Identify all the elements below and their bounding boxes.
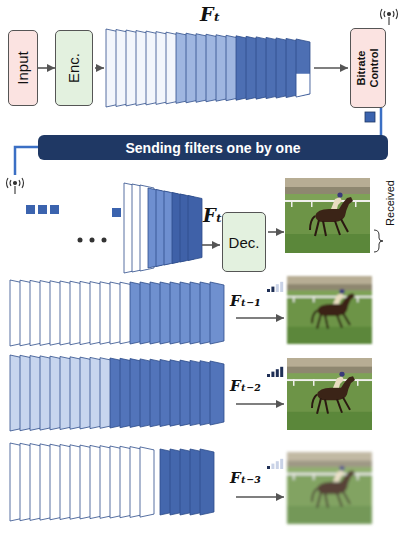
signal-bar	[280, 459, 283, 469]
feature-label: Fₜ	[203, 205, 222, 226]
wire	[15, 147, 38, 175]
filter-panel-part	[297, 74, 310, 97]
signal-bar	[276, 284, 279, 292]
node-text: Enc.	[65, 34, 82, 102]
filter-stack	[106, 29, 310, 107]
bracket	[374, 230, 383, 252]
feature-label: Fₜ	[200, 3, 221, 25]
filter-panel	[200, 449, 214, 515]
received-label: Received	[384, 180, 397, 226]
antenna-icon	[381, 9, 398, 25]
arrow	[236, 317, 284, 319]
feature-label: Fₜ₋₂	[230, 377, 261, 395]
signal-bar	[271, 372, 274, 377]
filter-packet	[365, 112, 375, 122]
filter-packet	[38, 205, 47, 214]
arrow	[236, 496, 284, 498]
bitrate-control-box: Bitrate Control	[350, 28, 386, 108]
signal-bar	[271, 287, 274, 292]
signal-icon	[267, 282, 283, 292]
label-holder: Received	[383, 176, 397, 230]
signal-icon	[267, 459, 283, 469]
video-frame	[285, 178, 370, 253]
signal-icon	[267, 367, 283, 377]
arrow	[236, 403, 284, 405]
filter-stack	[124, 183, 202, 273]
signal-bar	[267, 289, 270, 292]
filter-stack	[10, 355, 224, 431]
signal-bar	[267, 466, 270, 469]
signal-bar	[280, 282, 283, 292]
filter-packet	[112, 208, 121, 217]
ellipsis-dot	[90, 238, 95, 243]
filter-stack	[10, 443, 214, 521]
encoder-box: Enc.	[55, 30, 93, 106]
node-text: Bitrate Control	[355, 32, 380, 104]
ellipsis-dot	[102, 238, 107, 243]
video-frame	[287, 276, 372, 344]
arrow	[202, 244, 220, 246]
feature-label: Fₜ₋₁	[230, 292, 261, 310]
filter-packet	[26, 205, 35, 214]
filter-panel	[296, 39, 310, 97]
arrow	[95, 67, 104, 69]
node-text: Sending filters one by one	[125, 140, 300, 156]
connector	[380, 108, 383, 135]
filter-panel	[140, 447, 154, 517]
filter-panel	[210, 361, 224, 425]
arrow	[314, 67, 348, 69]
signal-bar	[267, 374, 270, 377]
connector	[38, 67, 55, 69]
feature-label: Fₜ₋₃	[230, 469, 261, 487]
filter-panel	[210, 282, 224, 344]
ellipsis-dot	[78, 238, 83, 243]
node-text: Dec.	[229, 234, 260, 251]
signal-bar	[276, 461, 279, 469]
filter-panel	[188, 196, 202, 261]
filter-packet	[50, 205, 59, 214]
decoder-box: Dec.	[222, 212, 266, 272]
signal-bar	[280, 367, 283, 377]
antenna-icon	[7, 178, 24, 194]
signal-bar	[271, 464, 274, 469]
node-text: Input	[14, 34, 31, 102]
video-frame	[287, 358, 372, 430]
video-frame	[287, 452, 372, 524]
arrow	[268, 231, 284, 233]
filter-stack	[10, 280, 224, 346]
signal-bar	[276, 369, 279, 377]
input-box: Input	[8, 30, 38, 106]
sending-banner: Sending filters one by one	[38, 135, 388, 160]
